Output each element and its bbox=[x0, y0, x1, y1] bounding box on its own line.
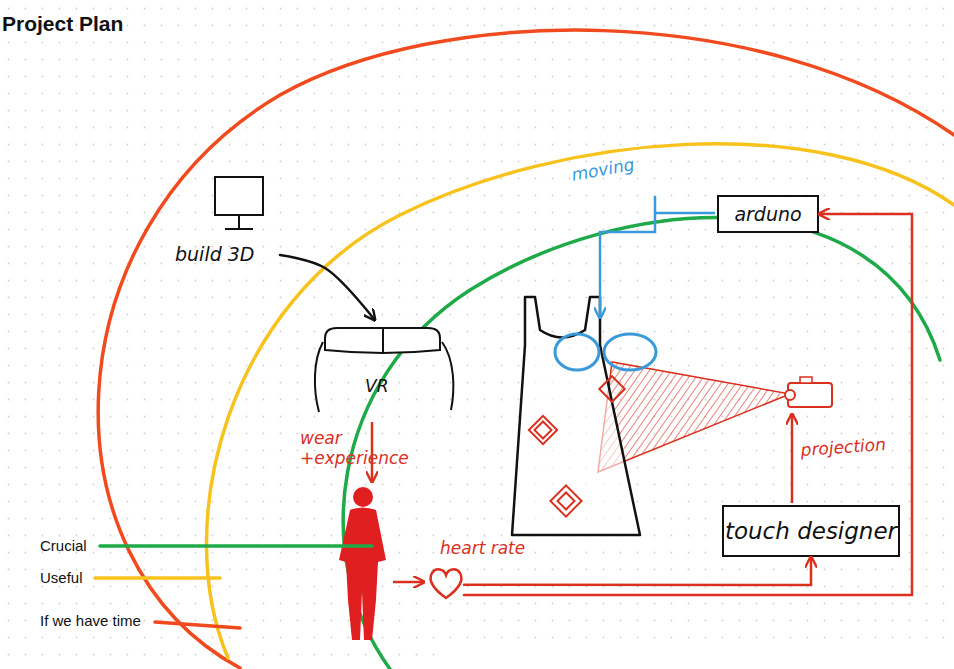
heart-node: heart rate bbox=[428, 566, 464, 600]
person-figure bbox=[339, 487, 386, 640]
connector-arrow bbox=[464, 214, 912, 595]
heart-symbol bbox=[431, 569, 462, 598]
node-label: VR bbox=[365, 376, 388, 396]
vr-headset: VR bbox=[305, 320, 460, 420]
legend-label: If we have time bbox=[40, 612, 141, 629]
infinity-loops bbox=[555, 334, 656, 370]
touchdesigner-box: touch designer bbox=[722, 505, 900, 557]
connector-arrow bbox=[280, 255, 375, 320]
heart-outline bbox=[428, 566, 464, 600]
projection-arrow bbox=[791, 414, 794, 503]
blank-strip bbox=[445, 642, 954, 669]
connector-arrow bbox=[464, 557, 811, 585]
legend-line bbox=[95, 576, 220, 580]
monitor-node: build 3D bbox=[175, 175, 280, 275]
arrow-label: wear +experience bbox=[300, 428, 400, 469]
page-title: Project Plan bbox=[2, 12, 123, 36]
useful-arc bbox=[206, 144, 954, 658]
dress-outline bbox=[512, 297, 640, 535]
legend-line bbox=[100, 544, 372, 548]
node-label: touch designer bbox=[725, 518, 897, 544]
legend-line bbox=[155, 622, 240, 628]
moving-arrow bbox=[600, 196, 715, 318]
monitor-stand bbox=[225, 215, 253, 229]
vr-outline bbox=[305, 320, 460, 420]
node-label: build 3D bbox=[175, 243, 254, 265]
legend-label: Crucial bbox=[40, 537, 87, 554]
legend-label: Useful bbox=[40, 569, 83, 586]
node-label: heart rate bbox=[440, 538, 525, 558]
dress-pattern bbox=[529, 376, 625, 516]
time-arc bbox=[98, 30, 954, 668]
crucial-arc bbox=[343, 217, 940, 669]
arduino-box: arduno bbox=[717, 195, 819, 233]
projection-cone bbox=[598, 362, 790, 472]
monitor-screen bbox=[215, 177, 263, 215]
node-label: arduno bbox=[734, 203, 801, 225]
projector-symbol bbox=[785, 377, 832, 407]
headset-front bbox=[325, 328, 440, 353]
person-heart-arrow bbox=[393, 581, 424, 584]
